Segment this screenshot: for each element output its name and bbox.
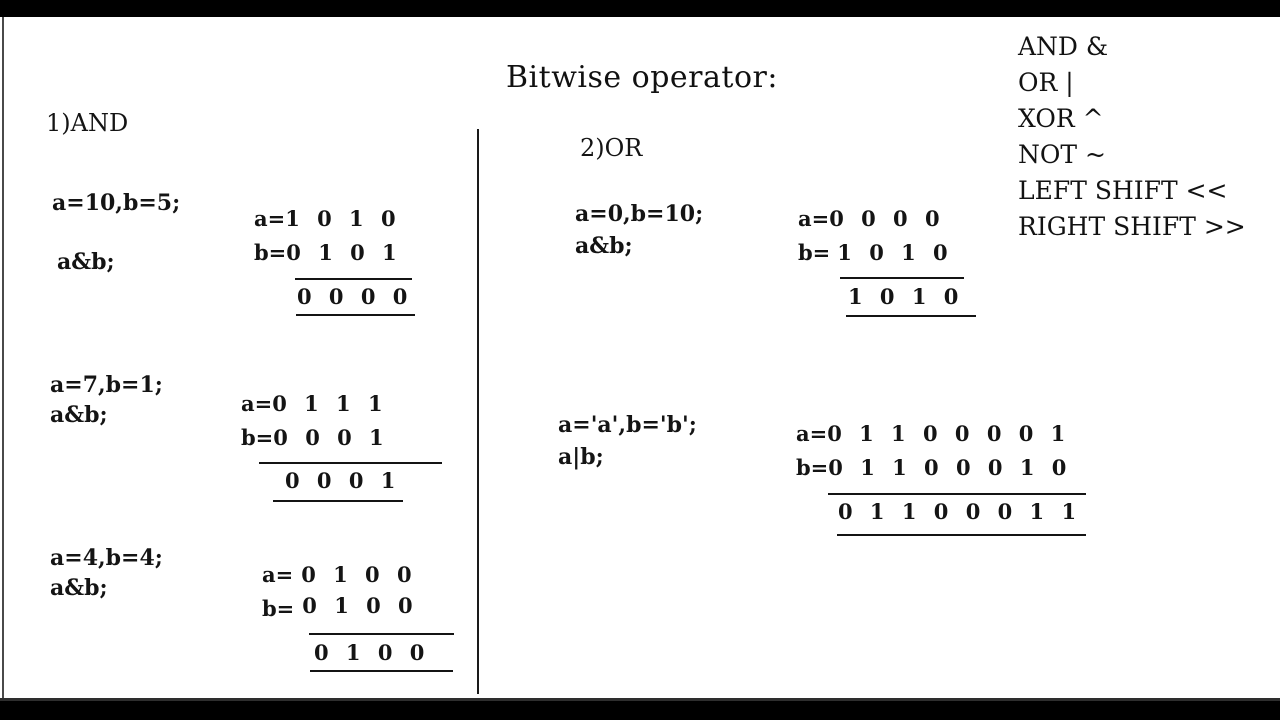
operand-b-label: b= xyxy=(241,425,274,450)
operation-rule-bottom xyxy=(310,670,453,672)
result-row: 0 0 0 1 xyxy=(285,464,400,498)
section-heading-or: 2)OR xyxy=(580,134,643,162)
operand-a-label: a= xyxy=(262,562,294,587)
operand-b-bits: 0 1 1 0 0 0 1 0 xyxy=(828,455,1072,480)
legend-item-not: NOT ~ xyxy=(1018,140,1106,169)
result-bits: 0 1 0 0 xyxy=(314,640,430,665)
operation-rule-top xyxy=(840,277,964,279)
operand-b-bits: 1 0 1 0 xyxy=(837,240,953,265)
page-title: Bitwise operator: xyxy=(506,60,778,95)
operator-legend: AND & OR | XOR ^ NOT ~ LEFT SHIFT << RIG… xyxy=(1018,29,1246,245)
operand-b-bits: 0 0 0 1 xyxy=(273,425,389,450)
operation-rule-bottom xyxy=(846,315,976,317)
and-example-2-operation: a&b; xyxy=(50,402,108,428)
section-heading-and: 1)AND xyxy=(46,109,129,137)
operand-b-row: b= 0 1 0 0 xyxy=(262,592,418,626)
or-example-1-declaration: a=0,b=10; xyxy=(575,201,704,227)
operand-a-bits: 0 1 1 0 0 0 0 1 xyxy=(827,421,1071,446)
operand-a-label: a= xyxy=(241,391,273,416)
operand-b-label: b= xyxy=(796,455,829,480)
operation-rule-bottom xyxy=(296,314,415,316)
operand-b-row: b=0 1 0 1 xyxy=(254,236,402,270)
operation-rule-top xyxy=(295,278,412,280)
and-example-1-work: a=1 0 1 0 b=0 1 0 1 0 0 0 0 xyxy=(254,202,415,316)
or-example-1-work: a=0 0 0 0 b=1 0 1 0 1 0 1 0 xyxy=(798,202,976,317)
and-example-1-declaration: a=10,b=5; xyxy=(52,190,181,216)
operation-rule-bottom xyxy=(837,534,1086,536)
operand-a-label: a= xyxy=(796,421,828,446)
operand-a-label: a= xyxy=(254,206,286,231)
result-row: 1 0 1 0 xyxy=(848,280,963,314)
operand-a-row: a=1 0 1 0 xyxy=(254,202,402,236)
result-bits: 1 0 1 0 xyxy=(848,284,964,309)
or-example-2-declaration: a='a',b='b'; xyxy=(558,412,697,438)
result-bits: 0 0 0 0 xyxy=(297,284,413,309)
operand-a-bits: 0 1 0 0 xyxy=(301,562,417,587)
and-example-3-declaration: a=4,b=4; xyxy=(50,545,163,571)
operation-rule-top xyxy=(828,493,1086,495)
operation-rule-top xyxy=(309,633,454,635)
and-example-3-work: a=0 1 0 0 b=0 1 0 0 0 1 0 0 xyxy=(262,558,454,672)
or-example-2-operation: a|b; xyxy=(558,444,604,470)
and-example-2-declaration: a=7,b=1; xyxy=(50,372,163,398)
and-example-2-work: a=0 1 1 1 b=0 0 0 1 0 0 0 1 xyxy=(241,387,442,502)
operand-b-bits: 0 1 0 1 xyxy=(286,240,402,265)
or-example-2-work: a=0 1 1 0 0 0 0 1 b=0 1 1 0 0 0 1 0 0 1 … xyxy=(796,417,1086,536)
operand-a-bits: 0 0 0 0 xyxy=(829,206,945,231)
legend-item-left-shift: LEFT SHIFT << xyxy=(1018,176,1228,205)
letterbox-bar-bottom xyxy=(0,701,1280,720)
operand-a-label: a= xyxy=(798,206,830,231)
operand-a-row: a=0 1 1 0 0 0 0 1 xyxy=(796,417,1071,451)
operation-rule-top xyxy=(259,462,442,464)
and-example-1-operation: a&b; xyxy=(57,249,115,275)
operand-b-label: b= xyxy=(254,240,287,265)
and-example-3-operation: a&b; xyxy=(50,575,108,601)
operation-rule-bottom xyxy=(273,500,403,502)
legend-item-and: AND & xyxy=(1018,32,1109,61)
operand-b-row: b=1 0 1 0 xyxy=(798,236,953,270)
result-row: 0 0 0 0 xyxy=(297,280,412,314)
operand-b-label: b= xyxy=(798,240,831,265)
operand-a-row: a=0 0 0 0 xyxy=(798,202,953,236)
operand-a-bits: 1 0 1 0 xyxy=(285,206,401,231)
legend-item-xor: XOR ^ xyxy=(1018,104,1104,133)
operand-a-row: a=0 1 1 1 xyxy=(241,387,389,421)
operand-b-bits: 0 1 0 0 xyxy=(302,593,418,618)
page-border-bottom xyxy=(0,698,1280,701)
result-row: 0 1 1 0 0 0 1 1 xyxy=(838,495,1081,529)
result-bits: 0 0 0 1 xyxy=(285,468,401,493)
operand-b-label: b= xyxy=(262,596,295,621)
operand-a-bits: 0 1 1 1 xyxy=(272,391,388,416)
result-bits: 0 1 1 0 0 0 1 1 xyxy=(838,499,1082,524)
or-example-1-operation: a&b; xyxy=(575,233,633,259)
legend-item-or: OR | xyxy=(1018,68,1074,97)
column-divider xyxy=(477,129,479,694)
page-border-left xyxy=(2,17,4,701)
operand-a-row: a= 0 1 0 0 xyxy=(262,558,418,592)
slide-canvas: Bitwise operator: 1)AND a=10,b=5; a&b; a… xyxy=(0,17,1280,701)
operand-b-row: b=0 1 1 0 0 0 1 0 xyxy=(796,451,1071,485)
legend-item-right-shift: RIGHT SHIFT >> xyxy=(1018,212,1246,241)
operand-b-row: b=0 0 0 1 xyxy=(241,421,389,455)
result-row: 0 1 0 0 xyxy=(314,636,429,670)
letterbox-bar-top xyxy=(0,0,1280,17)
